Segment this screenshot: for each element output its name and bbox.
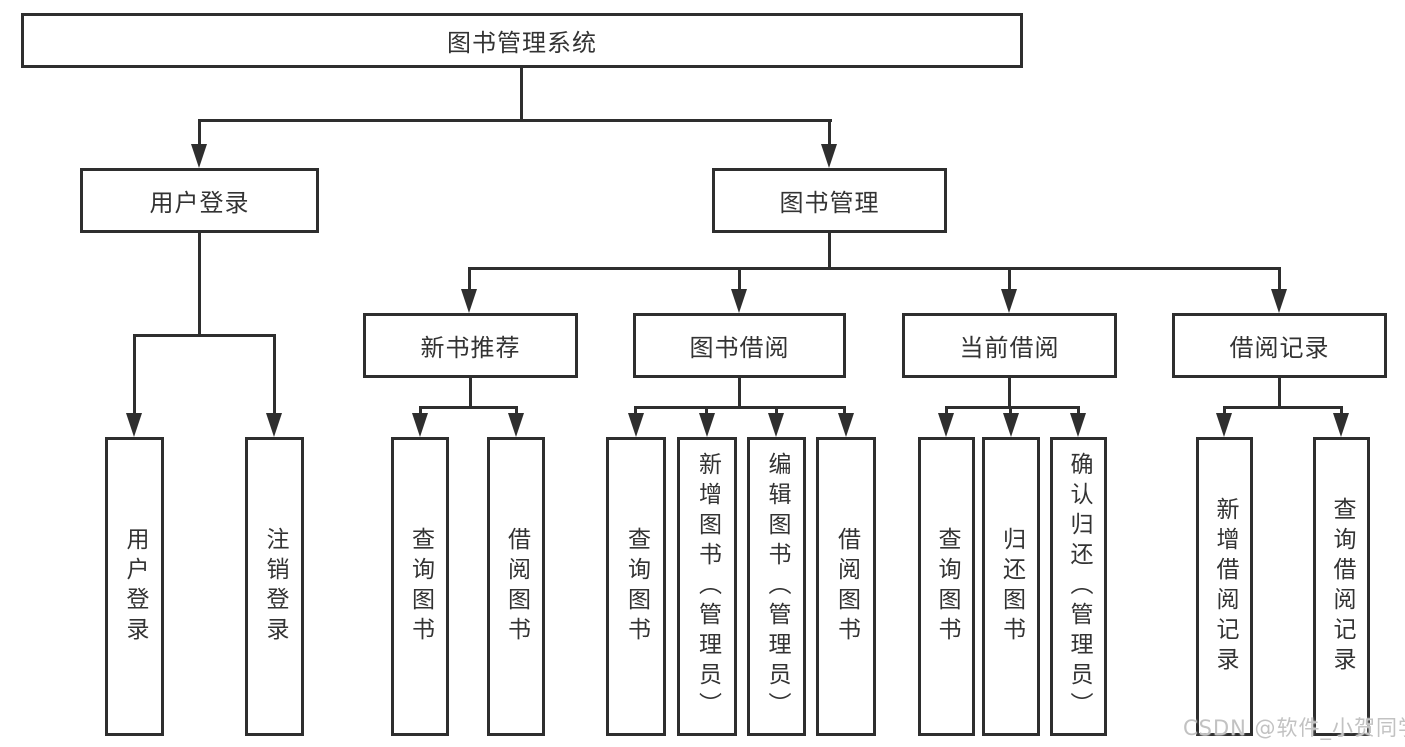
arrow-down-icon xyxy=(1070,413,1086,437)
connector-line xyxy=(520,68,523,121)
arrow-down-icon xyxy=(1333,413,1349,437)
connector-line xyxy=(133,334,276,337)
connector-line xyxy=(1223,406,1343,409)
leaf-label: 确认归还（管理员） xyxy=(1066,451,1092,722)
leaf-query-books-recommend: 查询图书 xyxy=(391,437,449,736)
arrow-down-icon xyxy=(821,144,837,168)
connector-line xyxy=(198,119,201,147)
node-current-borrowing: 当前借阅 xyxy=(902,313,1117,378)
arrow-down-icon xyxy=(1216,413,1232,437)
connector-line xyxy=(1223,406,1226,416)
arrow-down-icon xyxy=(731,289,747,313)
leaf-label: 查询借阅记录 xyxy=(1329,496,1355,677)
leaf-label: 用户登录 xyxy=(122,526,148,647)
node-book-management: 图书管理 xyxy=(712,168,947,233)
leaf-query-borrow-record: 查询借阅记录 xyxy=(1313,437,1370,736)
connector-line xyxy=(133,334,136,416)
leaf-user-login: 用户登录 xyxy=(105,437,164,736)
connector-line xyxy=(945,406,1080,409)
node-library-management-system: 图书管理系统 xyxy=(21,13,1023,68)
arrow-down-icon xyxy=(1001,289,1017,313)
connector-line xyxy=(419,406,422,416)
connector-line xyxy=(273,334,276,416)
arrow-down-icon xyxy=(266,413,282,437)
arrow-down-icon xyxy=(412,413,428,437)
leaf-label: 新增图书（管理员） xyxy=(694,451,721,722)
connector-line xyxy=(468,267,471,291)
connector-line xyxy=(198,119,832,122)
arrow-down-icon xyxy=(1003,413,1019,437)
connector-line xyxy=(1009,406,1012,416)
arrow-down-icon xyxy=(838,413,854,437)
connector-line xyxy=(515,406,518,416)
connector-line xyxy=(198,233,201,337)
connector-line xyxy=(468,267,1281,270)
arrow-down-icon xyxy=(508,413,524,437)
leaf-label: 借阅图书 xyxy=(503,526,530,647)
leaf-label: 借阅图书 xyxy=(833,526,860,647)
arrow-down-icon xyxy=(768,413,784,437)
connector-line xyxy=(1077,406,1080,416)
arrow-down-icon xyxy=(191,144,207,168)
connector-line xyxy=(634,406,637,416)
leaf-borrow-books: 借阅图书 xyxy=(816,437,876,736)
node-borrowing-records: 借阅记录 xyxy=(1172,313,1387,378)
connector-line xyxy=(1278,378,1281,409)
leaf-label: 编辑图书（管理员） xyxy=(764,451,790,722)
connector-line xyxy=(828,233,831,270)
connector-line xyxy=(705,406,708,416)
connector-line xyxy=(828,119,831,147)
csdn-watermark: CSDN @软件_小贺同学 xyxy=(1183,716,1405,740)
connector-line xyxy=(1278,267,1281,291)
connector-line xyxy=(738,267,741,291)
connector-line xyxy=(419,406,518,409)
leaf-label: 查询图书 xyxy=(934,526,960,647)
leaf-query-books-current: 查询图书 xyxy=(918,437,975,736)
leaf-borrow-books-recommend: 借阅图书 xyxy=(487,437,545,736)
connector-line xyxy=(469,378,472,409)
leaf-return-book: 归还图书 xyxy=(982,437,1040,736)
arrow-down-icon xyxy=(938,413,954,437)
leaf-label: 查询图书 xyxy=(407,526,434,647)
leaf-query-books-borrowing: 查询图书 xyxy=(606,437,666,736)
node-user-login: 用户登录 xyxy=(80,168,319,233)
leaf-label: 归还图书 xyxy=(998,526,1025,647)
arrow-down-icon xyxy=(628,413,644,437)
connector-line xyxy=(1340,406,1343,416)
node-new-book-recommend: 新书推荐 xyxy=(363,313,578,378)
leaf-logout: 注销登录 xyxy=(245,437,304,736)
arrow-down-icon xyxy=(461,289,477,313)
node-book-borrowing: 图书借阅 xyxy=(633,313,846,378)
leaf-add-book-admin: 新增图书（管理员） xyxy=(677,437,737,736)
leaf-edit-book-admin: 编辑图书（管理员） xyxy=(747,437,806,736)
leaf-label: 查询图书 xyxy=(623,526,650,647)
leaf-label: 新增借阅记录 xyxy=(1212,496,1238,677)
arrow-down-icon xyxy=(126,413,142,437)
connector-line xyxy=(843,406,846,416)
connector-line xyxy=(775,406,778,416)
connector-line xyxy=(1008,378,1011,409)
connector-line xyxy=(945,406,948,416)
arrow-down-icon xyxy=(699,413,715,437)
leaf-confirm-return-admin: 确认归还（管理员） xyxy=(1050,437,1107,736)
leaf-label: 注销登录 xyxy=(262,526,288,647)
leaf-add-borrow-record: 新增借阅记录 xyxy=(1196,437,1253,736)
arrow-down-icon xyxy=(1271,289,1287,313)
connector-line xyxy=(1008,267,1011,291)
connector-line xyxy=(634,406,845,409)
connector-line xyxy=(738,378,741,409)
